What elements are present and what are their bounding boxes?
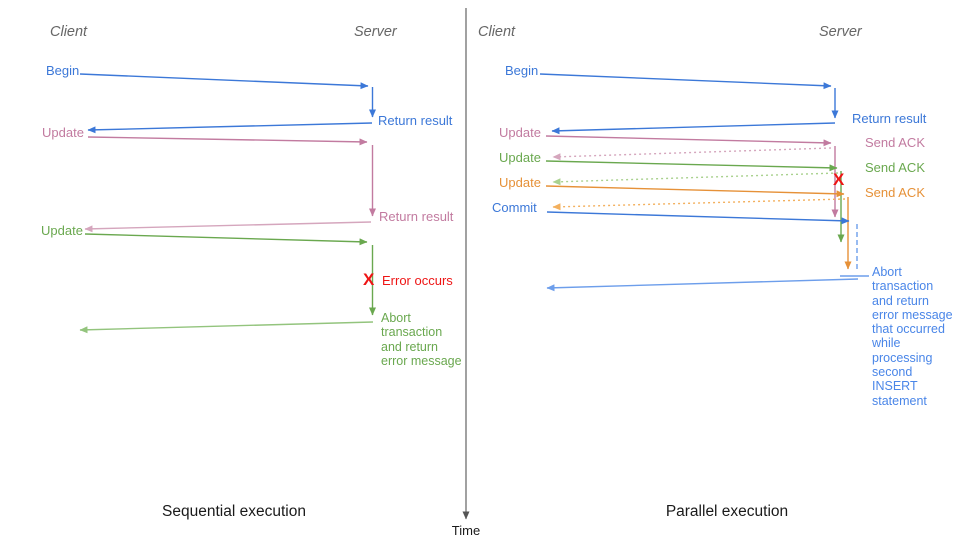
arrow-right-begin-request <box>539 73 832 90</box>
right-caption: Parallel execution <box>665 503 789 520</box>
right-client-header: Client <box>478 24 516 40</box>
arrow-right-abort-return <box>546 278 859 292</box>
right-send-ack-label-1: Send ACK <box>865 135 925 150</box>
arrow-right-update2-ack <box>552 172 839 186</box>
arrow-right-update3-request <box>545 185 845 198</box>
arrow-left-update1-return <box>84 221 372 233</box>
left-return-result-label-1: Return result <box>378 113 453 128</box>
arrow-right-update3-ack <box>552 198 846 211</box>
left-begin-label: Begin <box>46 63 80 78</box>
arrow-left-begin-request <box>79 73 369 90</box>
left-error-x-icon: X <box>363 270 375 289</box>
right-update-label-3: Update <box>499 175 541 190</box>
arrow-left-update2-request <box>84 233 368 246</box>
left-caption: Sequential execution <box>162 503 306 520</box>
right-begin-label: Begin <box>505 63 539 78</box>
left-update-label-1: Update <box>42 125 84 140</box>
right-send-ack-label-3: Send ACK <box>865 185 925 200</box>
right-return-result-label: Return result <box>852 111 927 126</box>
arrow-left-abort-return <box>79 321 374 334</box>
time-axis-label: Time <box>451 523 481 538</box>
arrow-right-commit-request <box>546 211 850 225</box>
right-abort-message: Abort transaction and return error messa… <box>872 265 953 408</box>
right-update-label-2: Update <box>499 150 541 165</box>
right-error-x-icon: X <box>833 170 845 189</box>
left-error-occurs-label: Error occurs <box>382 273 453 288</box>
arrow-right-begin-return <box>551 122 836 135</box>
left-update-label-2: Update <box>41 223 83 238</box>
arrow-left-begin-return <box>87 122 373 134</box>
left-client-header: Client <box>50 24 88 40</box>
right-server-header: Server <box>819 24 862 40</box>
left-return-result-label-2: Return result <box>379 209 454 224</box>
right-commit-label: Commit <box>492 200 537 215</box>
arrow-right-update1-request <box>545 135 832 147</box>
arrow-right-update2-request <box>545 160 838 172</box>
arrow-right-update1-ack <box>552 147 832 161</box>
left-abort-message: Abort transaction and return error messa… <box>381 311 462 368</box>
left-server-header: Server <box>354 24 397 40</box>
right-update-label-1: Update <box>499 125 541 140</box>
right-send-ack-label-2: Send ACK <box>865 160 925 175</box>
arrow-left-update1-request <box>87 136 368 146</box>
